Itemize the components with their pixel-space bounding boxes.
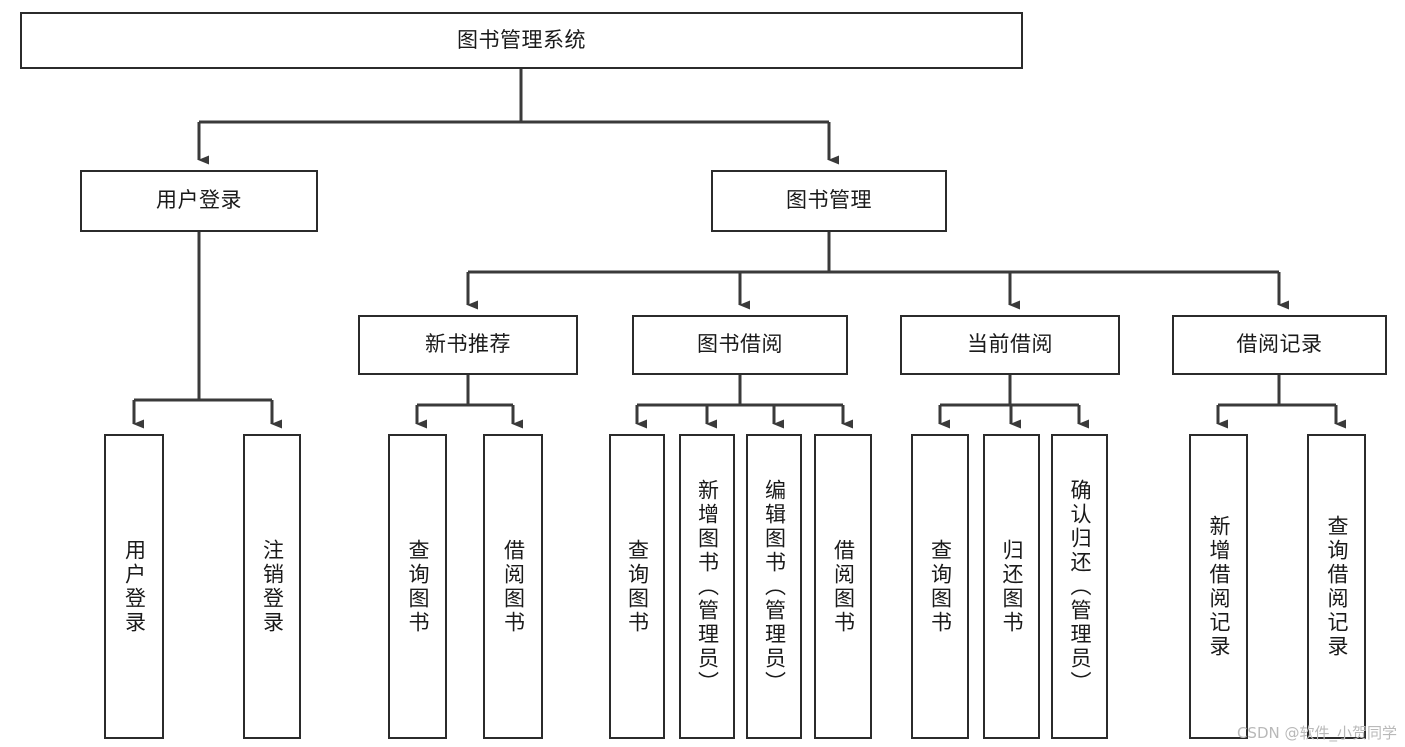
node-leaf-query-book-1[interactable]: 查询图书 xyxy=(388,434,447,739)
node-leaf-return-book[interactable]: 归还图书 xyxy=(983,434,1040,739)
node-leaf-query-book-2[interactable]: 查询图书 xyxy=(609,434,665,739)
node-book-manage[interactable]: 图书管理 xyxy=(711,170,947,232)
node-new-book-rec[interactable]: 新书推荐 xyxy=(358,315,578,375)
node-leaf-confirm-return-admin[interactable]: 确认归还（管理员） xyxy=(1051,434,1108,739)
node-book-borrow-label: 图书借阅 xyxy=(697,332,783,357)
node-leaf-user-login[interactable]: 用户登录 xyxy=(104,434,164,739)
node-new-book-rec-label: 新书推荐 xyxy=(425,332,511,357)
node-leaf-confirm-return-admin-label: 确认归还（管理员） xyxy=(1068,478,1092,695)
node-current-borrow-label: 当前借阅 xyxy=(967,332,1053,357)
node-leaf-borrow-book-1[interactable]: 借阅图书 xyxy=(483,434,543,739)
node-book-borrow[interactable]: 图书借阅 xyxy=(632,315,848,375)
node-leaf-add-borrow-record[interactable]: 新增借阅记录 xyxy=(1189,434,1248,739)
node-leaf-query-book-1-label: 查询图书 xyxy=(406,538,430,635)
node-borrow-record[interactable]: 借阅记录 xyxy=(1172,315,1387,375)
node-leaf-query-book-3[interactable]: 查询图书 xyxy=(911,434,969,739)
csdn-watermark: CSDN @软件_小贺同学 xyxy=(1236,724,1397,742)
node-user-login[interactable]: 用户登录 xyxy=(80,170,318,232)
node-leaf-edit-book-admin-label: 编辑图书（管理员） xyxy=(762,478,787,695)
node-leaf-borrow-book-1-label: 借阅图书 xyxy=(501,538,526,635)
node-leaf-borrow-book-2-label: 借阅图书 xyxy=(831,538,856,635)
node-leaf-add-book-admin-label: 新增图书（管理员） xyxy=(695,478,720,695)
node-book-manage-label: 图书管理 xyxy=(786,188,872,213)
node-leaf-add-borrow-record-label: 新增借阅记录 xyxy=(1207,514,1231,659)
node-leaf-query-borrow-record[interactable]: 查询借阅记录 xyxy=(1307,434,1366,739)
node-leaf-query-book-3-label: 查询图书 xyxy=(928,538,953,635)
node-user-login-label: 用户登录 xyxy=(156,188,242,213)
node-leaf-add-book-admin[interactable]: 新增图书（管理员） xyxy=(679,434,735,739)
node-leaf-return-book-label: 归还图书 xyxy=(1000,538,1024,635)
node-leaf-user-logout-label: 注销登录 xyxy=(260,538,285,635)
node-root-label: 图书管理系统 xyxy=(457,27,586,52)
node-borrow-record-label: 借阅记录 xyxy=(1236,332,1323,357)
node-leaf-query-borrow-record-label: 查询借阅记录 xyxy=(1325,514,1349,659)
node-root[interactable]: 图书管理系统 xyxy=(20,12,1023,69)
node-leaf-edit-book-admin[interactable]: 编辑图书（管理员） xyxy=(746,434,802,739)
node-leaf-user-login-label: 用户登录 xyxy=(122,538,147,635)
node-leaf-user-logout[interactable]: 注销登录 xyxy=(243,434,301,739)
node-current-borrow[interactable]: 当前借阅 xyxy=(900,315,1120,375)
node-leaf-borrow-book-2[interactable]: 借阅图书 xyxy=(814,434,872,739)
node-leaf-query-book-2-label: 查询图书 xyxy=(625,538,650,635)
